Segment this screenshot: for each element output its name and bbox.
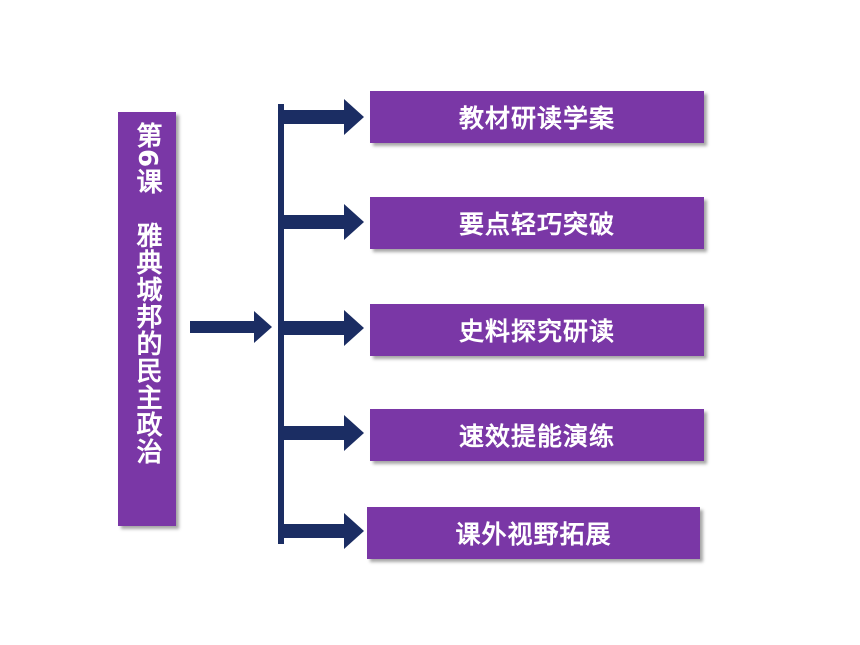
item-label: 课外视野拓展 [455,520,612,549]
branch-arrow-3 [284,310,364,346]
bracket-line [278,104,284,544]
item-box-5[interactable]: 课外视野拓展 [367,507,700,559]
lesson-title: 第6课 雅典城邦的民主政治 [132,122,162,466]
item-box-1[interactable]: 教材研读学案 [370,91,704,143]
lesson-title-box: 第6课 雅典城邦的民主政治 [118,112,176,526]
branch-arrow-2 [284,204,364,240]
item-box-3[interactable]: 史料探究研读 [370,304,704,356]
branch-arrow-5 [284,513,364,549]
main-arrow [190,311,272,343]
item-label: 教材研读学案 [458,104,615,133]
branch-arrow-4 [284,415,364,451]
item-box-2[interactable]: 要点轻巧突破 [370,197,704,249]
item-label: 速效提能演练 [458,422,615,451]
item-label: 要点轻巧突破 [458,210,615,239]
item-box-4[interactable]: 速效提能演练 [370,409,704,461]
branch-arrow-1 [284,99,364,135]
item-label: 史料探究研读 [458,317,615,346]
